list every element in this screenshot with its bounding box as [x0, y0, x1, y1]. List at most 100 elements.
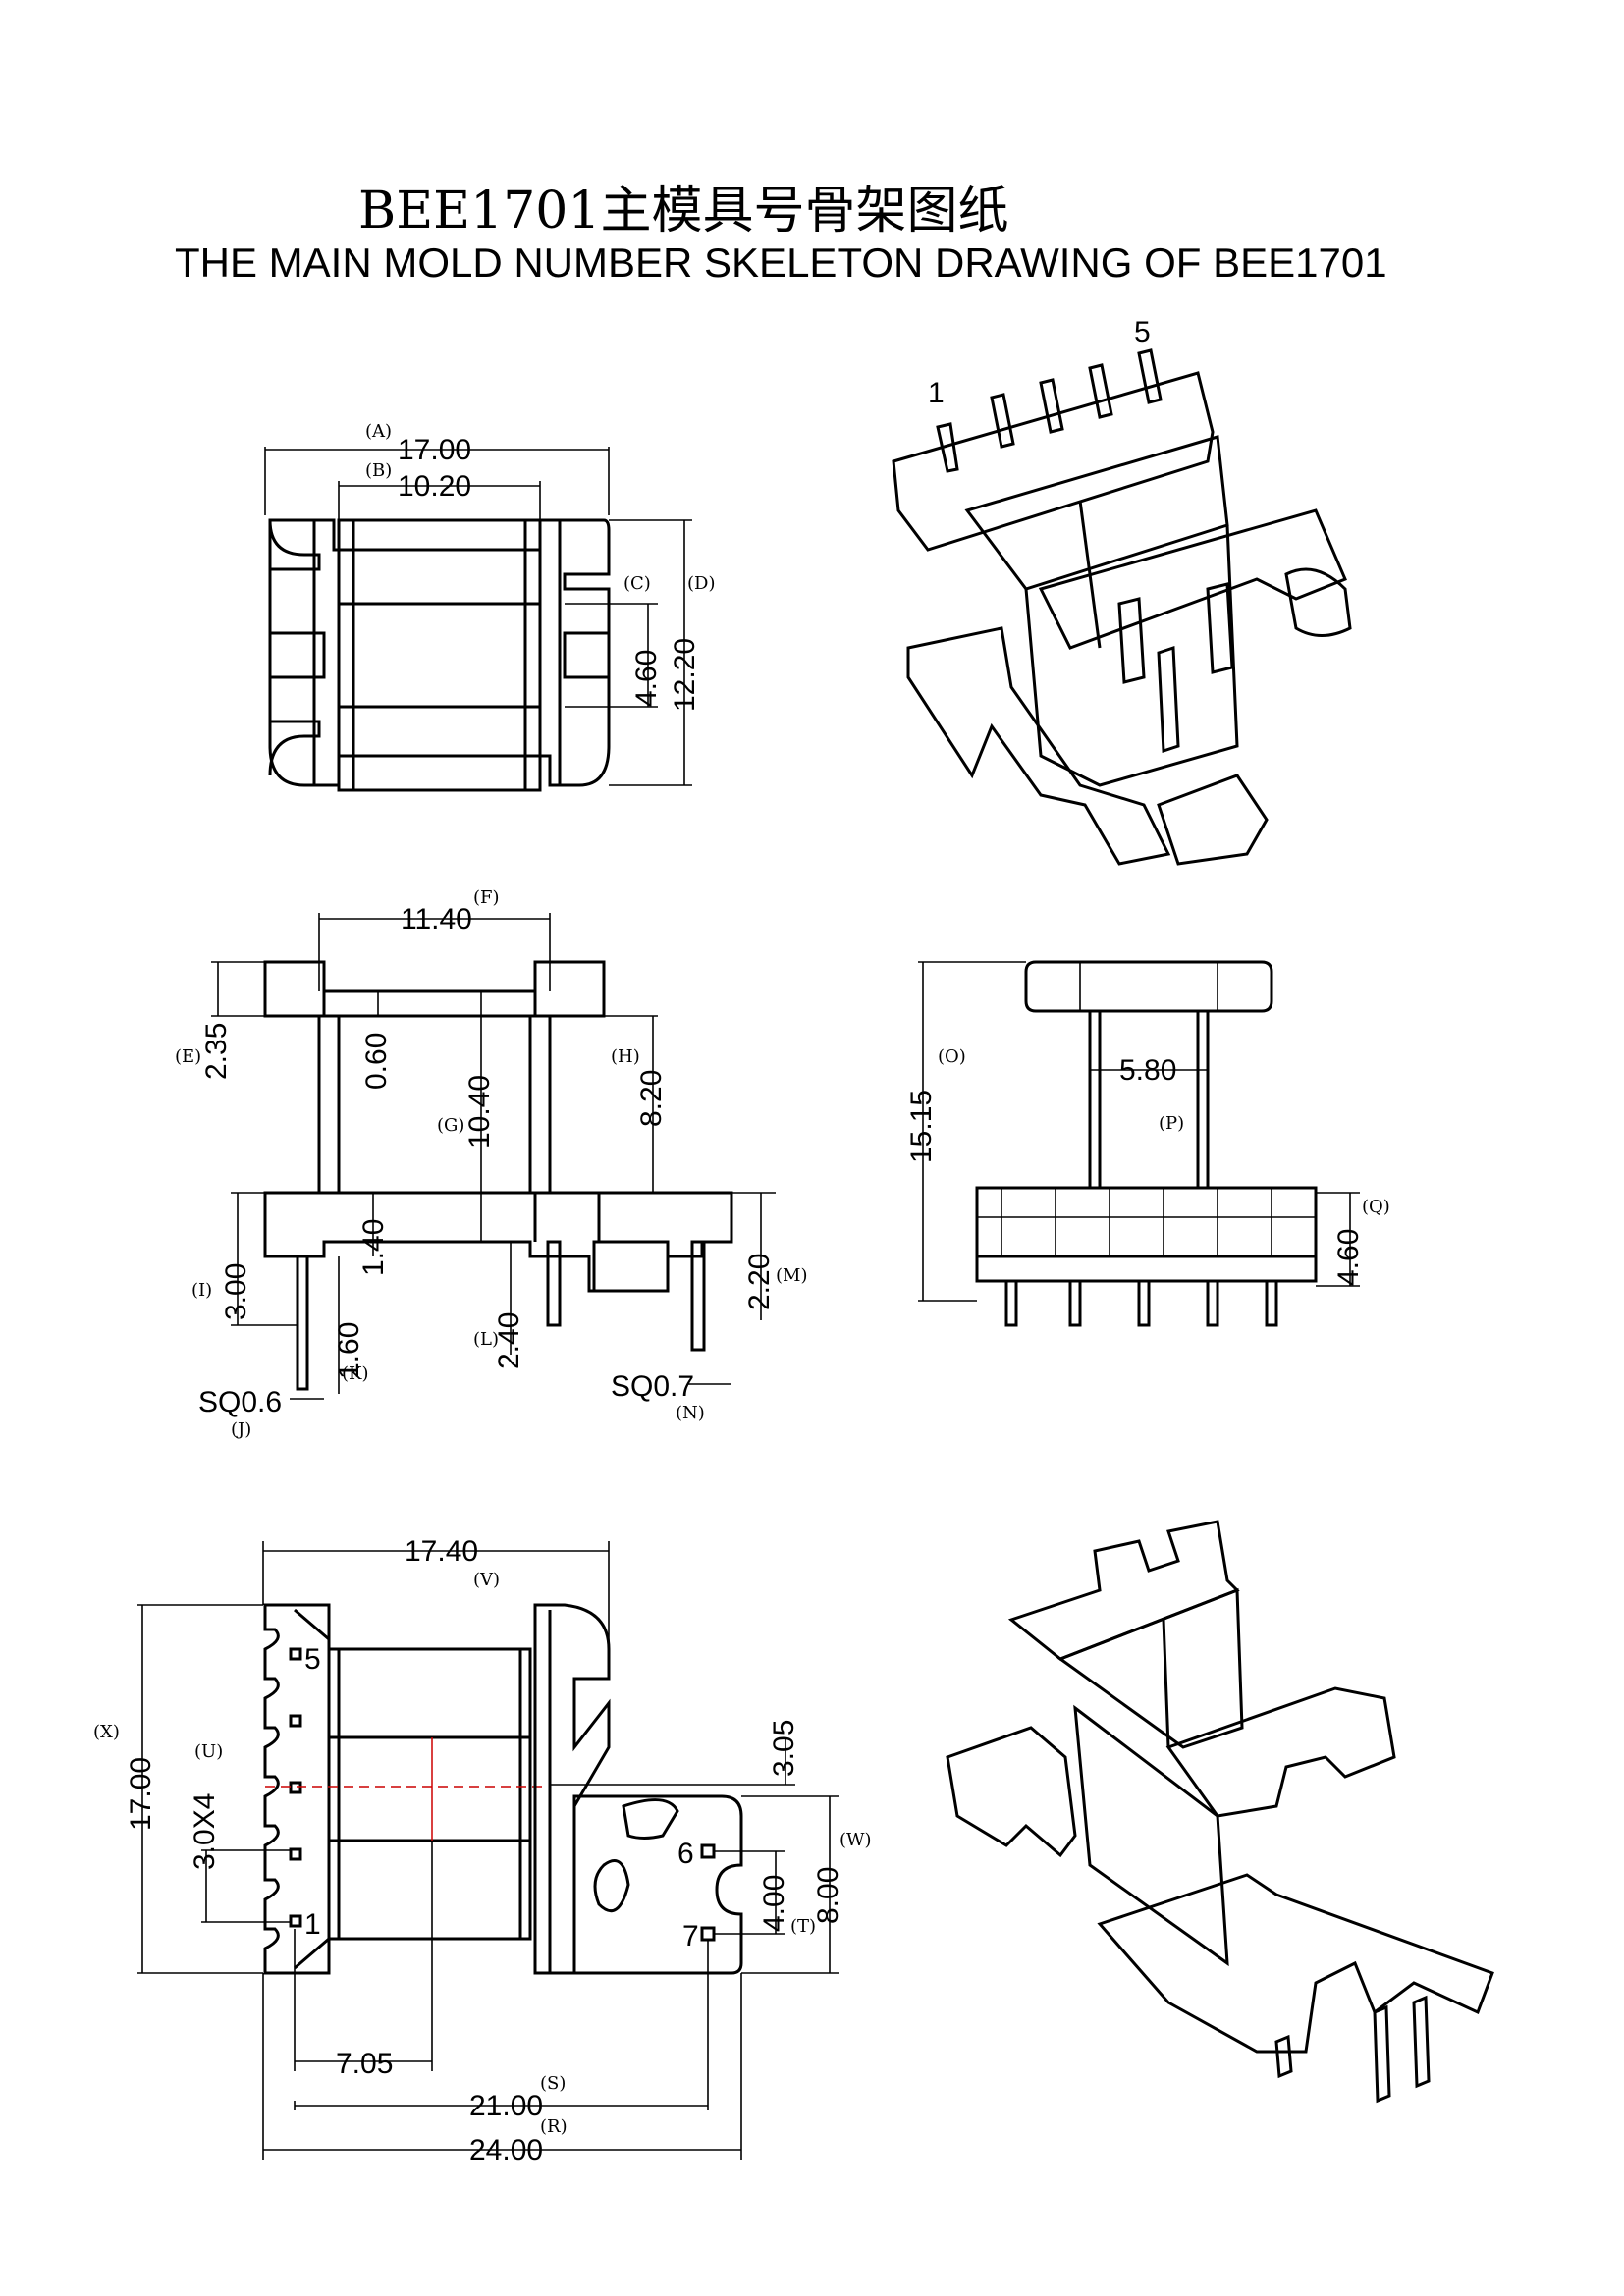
iso-bottom-mid-flange — [1165, 1686, 1396, 1818]
dim-l-label: (L) — [473, 1329, 499, 1350]
dim-o-value: 15.15 — [905, 1090, 938, 1163]
iso-view-bottom — [946, 1520, 1494, 2104]
side-view: (O) 15.15 5.80 (P) (Q) 4.60 — [905, 960, 1390, 1327]
iso-bottom-core-body — [1073, 1704, 1229, 1967]
iso-bottom-upper-flange — [1007, 1520, 1240, 1661]
bottom-view-core — [327, 1647, 532, 1941]
dim-e-value: 2.35 — [200, 1023, 233, 1080]
top-view-core — [337, 518, 542, 792]
dim-705-value: 7.05 — [336, 2048, 393, 2080]
bottom-view-pin-sq-3 — [289, 1781, 302, 1794]
iso-top-pin-6 — [1117, 597, 1146, 684]
iso-top-pin-label-1: 1 — [928, 377, 945, 409]
iso-top-pin-4 — [1088, 363, 1113, 419]
dim-g-value: 10.40 — [463, 1075, 496, 1148]
iso-bottom-pin-2 — [1412, 1995, 1431, 2089]
dim-m-label: (M) — [776, 1265, 807, 1286]
iso-top-pin-5 — [1137, 348, 1163, 404]
front-view: (F) 11.40 (E) 2.35 0.60 (G) 10.40 (H) 8.… — [175, 887, 807, 1440]
top-view: (A) 17.00 (B) 10.20 (C) 4.60 (D) 12.20 — [264, 421, 715, 792]
dim-j-value: SQ0.6 — [198, 1386, 282, 1418]
iso-bottom-pin-3 — [1274, 2034, 1293, 2079]
iso-top-tab-right — [1284, 567, 1352, 637]
title-english: THE MAIN MOLD NUMBER SKELETON DRAWING OF… — [175, 240, 1387, 286]
iso-top-pin-label-5: 5 — [1134, 316, 1151, 348]
dim-t-value: 4.00 — [758, 1875, 790, 1932]
top-view-tab-right — [563, 631, 611, 679]
dim-b-label: (B) — [365, 460, 392, 481]
top-view-outline — [268, 518, 611, 787]
dim-d-value: 12.20 — [669, 638, 701, 712]
bottom-view: 5 1 6 7 17.40 (V) (X) 17.00 (U) 3.0X4 — [93, 1535, 872, 2166]
side-view-pin-5 — [1265, 1279, 1278, 1327]
top-view-flange-left-lower — [268, 720, 321, 776]
iso-top-pin-2 — [990, 393, 1015, 449]
iso-top-upper-flange — [1038, 508, 1347, 650]
dim-305-value: 3.05 — [768, 1720, 800, 1777]
bottom-view-pin-sq-6 — [700, 1843, 716, 1859]
side-view-bottom-flange — [975, 1186, 1318, 1258]
front-view-pin-block — [592, 1240, 670, 1293]
dim-140-value: 1.40 — [357, 1219, 390, 1276]
bottom-view-pin-sq-4 — [289, 1714, 302, 1728]
dim-g-label: (G) — [437, 1115, 464, 1136]
dim-v-label: (V) — [473, 1570, 500, 1590]
iso-top-pin-3 — [1039, 378, 1064, 434]
dim-b-value: 10.20 — [398, 470, 471, 503]
dim-i-label: (I) — [191, 1280, 212, 1301]
bottom-view-pin-block — [572, 1794, 743, 1975]
dim-s-value: 21.00 — [469, 2090, 543, 2122]
iso-bottom-base — [1097, 1873, 1494, 2054]
front-view-top-flange — [263, 960, 606, 1018]
dim-x-value: 17.00 — [125, 1757, 157, 1831]
dim-t-label: (T) — [790, 1916, 816, 1937]
dim-w-label: (W) — [839, 1830, 872, 1850]
dim-l-value: 2.40 — [493, 1312, 525, 1369]
dim-m-value: 2.20 — [743, 1254, 776, 1310]
dim-f-value: 11.40 — [401, 903, 472, 935]
bottom-view-pin-label-6: 6 — [677, 1838, 694, 1870]
iso-top-core — [964, 435, 1229, 591]
side-view-pin-3 — [1137, 1279, 1151, 1327]
iso-bottom-core-mid — [1162, 1619, 1170, 1748]
dim-c-label: (C) — [623, 573, 651, 594]
bottom-view-pin-label-5: 5 — [304, 1643, 321, 1676]
dim-x-label: (X) — [93, 1722, 120, 1742]
side-view-pin-4 — [1206, 1279, 1219, 1327]
dim-e-label: (E) — [175, 1046, 201, 1067]
side-view-foot — [975, 1255, 1318, 1283]
dim-r-label: (R) — [540, 2116, 568, 2137]
dim-d-label: (D) — [687, 573, 715, 594]
dim-h-label: (H) — [611, 1046, 640, 1067]
iso-bottom-core-top — [1056, 1587, 1244, 1749]
iso-view-top: 1 5 — [892, 316, 1352, 866]
iso-top-pin-7 — [1206, 582, 1234, 674]
top-view-tab-left — [268, 631, 326, 679]
front-view-pin-right — [690, 1240, 706, 1352]
dim-i-value: 3.00 — [220, 1263, 252, 1320]
dim-j-label: (J) — [231, 1419, 251, 1440]
dim-k-label: (K) — [342, 1363, 369, 1384]
bottom-view-left-corner-top — [294, 1608, 330, 1641]
iso-bottom-lower-left — [946, 1726, 1077, 1858]
bottom-view-right-flange — [533, 1603, 611, 1975]
side-view-pin-2 — [1068, 1279, 1082, 1327]
iso-top-pin-8 — [1157, 645, 1180, 754]
bottom-view-slot-2 — [593, 1859, 630, 1913]
dim-q-value: 4.60 — [1332, 1229, 1365, 1286]
bottom-view-pin-sq-7 — [700, 1926, 716, 1942]
top-view-flange-left — [268, 519, 321, 571]
dim-h-value: 8.20 — [635, 1070, 668, 1127]
front-view-bottom-flange — [263, 1191, 733, 1293]
iso-top-pin-rail — [892, 371, 1215, 552]
dim-r-value: 24.00 — [469, 2134, 543, 2166]
dim-p-value: 5.80 — [1119, 1054, 1176, 1087]
iso-top-pin-1 — [936, 422, 959, 473]
bottom-view-left-flange — [263, 1603, 331, 1975]
dim-p-label: (P) — [1159, 1113, 1184, 1134]
front-view-pin-mid — [546, 1240, 562, 1327]
side-view-top-flange — [1024, 960, 1273, 1013]
title-chinese: BEE1701主模具号骨架图纸 — [358, 182, 1009, 240]
bottom-view-pin-sq-2 — [289, 1847, 302, 1861]
